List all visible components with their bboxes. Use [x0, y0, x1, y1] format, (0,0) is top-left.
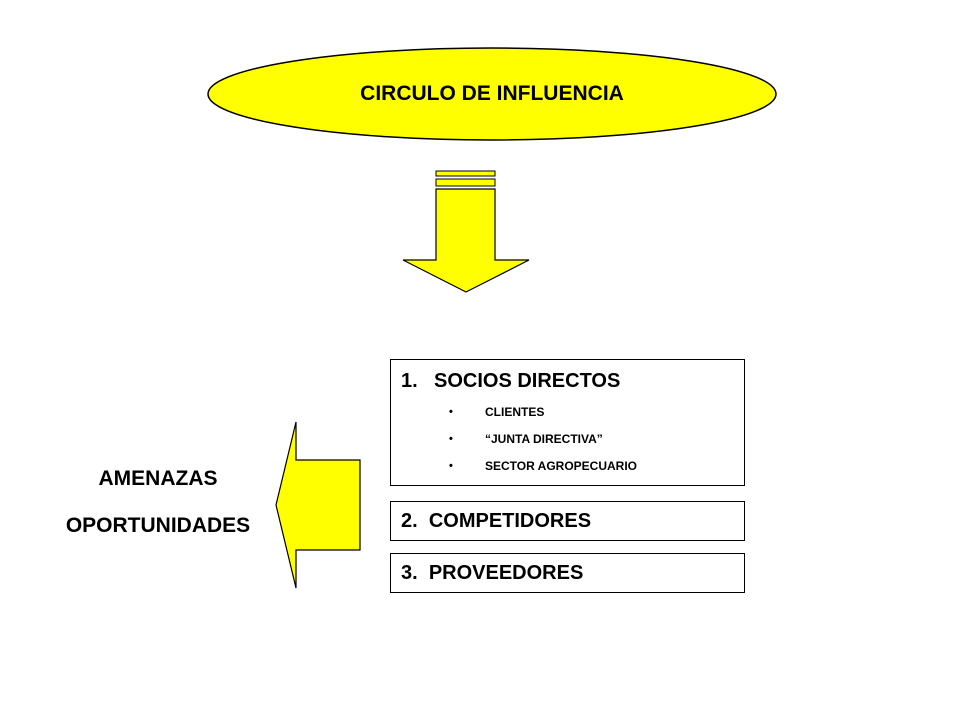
bullet: • — [449, 433, 453, 445]
competidores-heading: 2. COMPETIDORES — [401, 510, 591, 533]
socios-directos-box: 1. SOCIOS DIRECTOS • CLIENTES • “JUNTA DI… — [390, 359, 745, 486]
oportunidades-label: OPORTUNIDADES — [65, 514, 251, 537]
competidores-number: 2. — [401, 510, 418, 532]
socios-directos-number: 1. — [401, 370, 418, 392]
list-item-label: “JUNTA DIRECTIVA” — [485, 432, 603, 446]
competidores-box: 2. COMPETIDORES — [390, 501, 745, 541]
proveedores-label: PROVEEDORES — [428, 562, 584, 584]
down-arrow-icon — [402, 170, 530, 293]
list-item-label: SECTOR AGROPECUARIO — [485, 459, 638, 473]
proveedores-box: 3. PROVEEDORES — [390, 553, 745, 593]
socios-directos-label: SOCIOS DIRECTOS — [434, 370, 621, 392]
amenazas-label: AMENAZAS — [98, 467, 218, 490]
competidores-label: COMPETIDORES — [428, 510, 592, 532]
title-label: CIRCULO DE INFLUENCIA — [360, 82, 624, 105]
title-ellipse — [207, 47, 777, 141]
proveedores-heading: 3. PROVEEDORES — [401, 562, 583, 585]
list-item-label: CLIENTES — [485, 405, 545, 419]
bullet: • — [449, 406, 453, 418]
proveedores-number: 3. — [401, 562, 418, 584]
bullet: • — [449, 460, 453, 472]
socios-directos-heading: 1. SOCIOS DIRECTOS — [401, 370, 620, 393]
left-arrow-icon — [275, 421, 361, 589]
